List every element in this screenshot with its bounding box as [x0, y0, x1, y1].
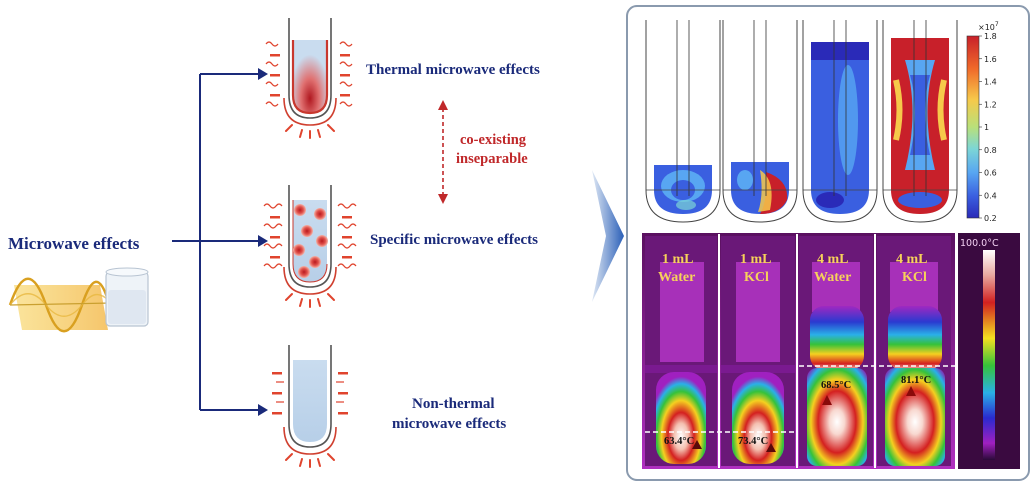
- colorbar-tick-label: 1.6: [984, 55, 997, 64]
- temp-marker-3: [822, 395, 832, 405]
- colorbar-ticks: 1.8 1.6 1.4 1.2 1 0.8 0.6 0.4 0.2: [979, 32, 997, 223]
- main-label: Microwave effects: [8, 234, 140, 253]
- thermal-label-2a: 1 mL: [740, 252, 772, 267]
- colorbar-tick-label: 1.4: [984, 78, 997, 87]
- thermal-label-1b: Water: [658, 270, 695, 285]
- big-chevron-arrow: [592, 170, 624, 302]
- label-nonthermal-line2: microwave effects: [392, 416, 506, 432]
- arrow-specific: [258, 235, 268, 247]
- temp-4: 81.1°C: [901, 375, 931, 386]
- colorbar-tick-label: 0.2: [984, 214, 997, 223]
- thermal-label-2b: KCl: [744, 270, 769, 285]
- coexisting-arrow: [438, 100, 448, 204]
- label-thermal: Thermal microwave effects: [366, 62, 540, 78]
- tube-thermal: [265, 18, 353, 139]
- colorbar-tick-label: 0.6: [984, 169, 997, 178]
- thermal-scale-max: 100.0°C: [960, 238, 999, 249]
- temp-marker-4: [906, 386, 916, 396]
- colorbar-exponent: ×107: [978, 21, 999, 32]
- thermal-label-3b: Water: [814, 270, 851, 285]
- thermal-colorbar: [983, 250, 995, 460]
- relation-line2: inseparable: [456, 151, 528, 167]
- temp-2: 73.4°C: [738, 436, 768, 447]
- simulation-colorbar: [966, 35, 980, 219]
- label-nonthermal-line1: Non-thermal: [412, 396, 495, 412]
- temp-marker-2: [766, 443, 776, 452]
- colorbar-tick-label: 0.8: [984, 146, 997, 155]
- temp-marker-1: [692, 440, 702, 449]
- thermal-images: [642, 233, 955, 469]
- colorbar-tick-label: 0.4: [984, 191, 997, 200]
- colorbar-tick-label: 1.2: [984, 100, 997, 109]
- tube-nonthermal: [272, 345, 348, 468]
- thermal-label-4b: KCl: [902, 270, 927, 285]
- label-specific: Specific microwave effects: [370, 232, 538, 248]
- microwave-illustration: [8, 267, 149, 333]
- tube-specific: [263, 185, 357, 308]
- thermal-label-3a: 4 mL: [817, 252, 849, 267]
- colorbar-tick-label: 1.8: [984, 32, 997, 41]
- colorbar-tick-label: 1: [984, 123, 989, 132]
- arrow-nonthermal: [258, 404, 268, 416]
- branch-connector: [172, 73, 258, 411]
- temp-3: 68.5°C: [821, 380, 851, 391]
- relation-line1: co-existing: [460, 132, 527, 148]
- simulation-tubes: [645, 20, 958, 223]
- temp-1: 63.4°C: [664, 436, 694, 447]
- thermal-label-1a: 1 mL: [662, 252, 694, 267]
- thermal-label-4a: 4 mL: [896, 252, 928, 267]
- arrow-thermal: [258, 68, 268, 80]
